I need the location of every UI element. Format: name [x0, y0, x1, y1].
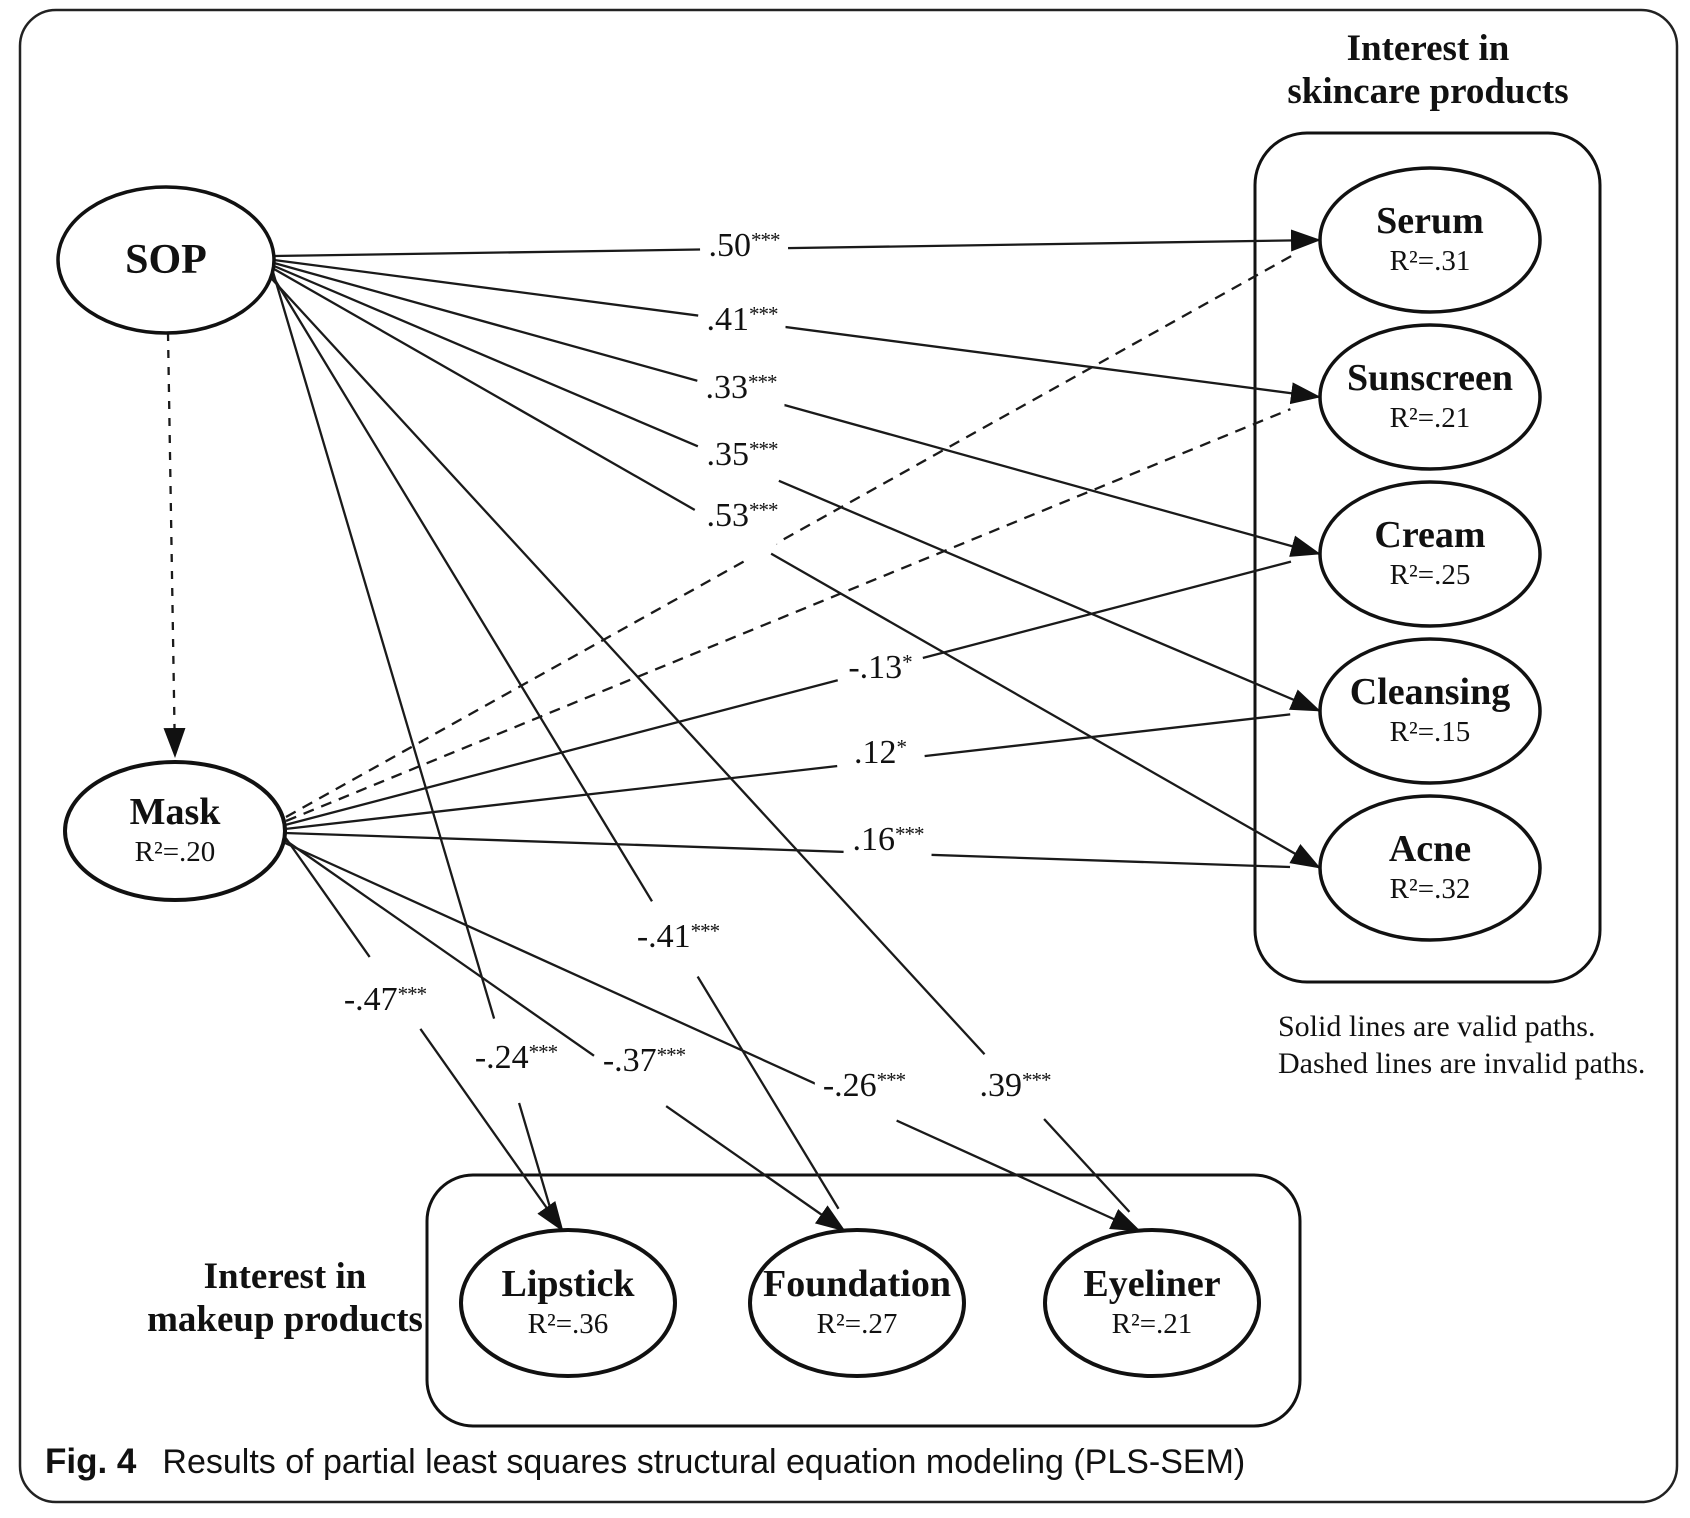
makeup-title-line1: Interest in — [203, 1256, 367, 1297]
node-sunscreen: Sunscreen R²=.21 — [1346, 357, 1514, 435]
sig-stars: *** — [751, 228, 780, 252]
node-cleansing: Cleansing R²=.15 — [1349, 671, 1511, 749]
sig-stars: *** — [749, 498, 778, 522]
path-label-mask-acne: .16*** — [844, 821, 932, 858]
coef: -.37 — [602, 1042, 657, 1079]
node-cream: Cream R²=.25 — [1374, 514, 1486, 592]
node-lipstick: Lipstick R²=.36 — [501, 1263, 635, 1341]
coef: .50 — [708, 227, 752, 264]
path-label-sop-eyeliner: .39*** — [971, 1067, 1059, 1104]
sig-stars: *** — [749, 302, 778, 326]
legend-note: Solid lines are valid paths. Dashed line… — [1278, 1008, 1645, 1082]
makeup-title-line2: makeup products — [147, 1298, 423, 1340]
makeup-group-title: Interest in makeup products — [147, 1256, 423, 1342]
sig-stars: *** — [895, 822, 924, 846]
path-label-mask-lipstick: -.47*** — [335, 981, 435, 1018]
coef: -.47 — [343, 981, 398, 1018]
node-foundation-r2: R²=.27 — [816, 1308, 898, 1340]
sig-stars: *** — [1022, 1068, 1051, 1092]
caption-text: Results of partial least squares structu… — [162, 1443, 1246, 1481]
node-cleansing-r2: R²=.15 — [1389, 716, 1471, 748]
path-label-sop-cream: .33*** — [697, 369, 785, 406]
node-mask-label: Mask — [129, 791, 221, 834]
sig-stars: *** — [876, 1068, 906, 1092]
node-sunscreen-label: Sunscreen — [1346, 357, 1514, 400]
sig-stars: * — [902, 650, 912, 674]
skincare-group-title: Interest in skincare products — [1287, 28, 1568, 114]
node-mask: Mask R²=.20 — [129, 791, 221, 869]
node-serum-r2: R²=.31 — [1389, 245, 1471, 277]
sig-stars: *** — [656, 1043, 686, 1067]
sig-stars: *** — [690, 919, 720, 943]
node-sunscreen-r2: R²=.21 — [1389, 402, 1471, 434]
node-mask-r2: R²=.20 — [134, 836, 216, 868]
node-serum-label: Serum — [1376, 200, 1484, 243]
skincare-title-line2: skincare products — [1287, 70, 1569, 112]
path-label-mask-foundation: -.37*** — [594, 1042, 694, 1079]
coef: .39 — [979, 1067, 1023, 1104]
path-label-sop-acne: .53*** — [698, 497, 786, 534]
coef: .12 — [854, 734, 897, 771]
node-foundation: Foundation R²=.27 — [763, 1263, 951, 1341]
node-cream-r2: R²=.25 — [1389, 559, 1471, 591]
coef: .33 — [705, 369, 749, 406]
node-cream-label: Cream — [1374, 514, 1486, 557]
node-sop: SOP — [125, 238, 207, 282]
coef: .35 — [706, 436, 750, 473]
path-label-mask-cleansing: .12* — [846, 735, 914, 771]
path-label-sop-cleansing: .35*** — [698, 436, 786, 473]
node-acne-label: Acne — [1388, 828, 1472, 871]
node-foundation-label: Foundation — [763, 1263, 951, 1306]
path-label-sop-lipstick: -.24*** — [466, 1039, 566, 1076]
path-label-sop-sunscreen: .41*** — [698, 301, 786, 338]
node-serum: Serum R²=.31 — [1376, 200, 1484, 278]
caption-label: Fig. 4 — [45, 1442, 137, 1481]
sig-stars: *** — [528, 1040, 558, 1064]
path-label-sop-serum: .50*** — [700, 227, 788, 264]
coef: -.26 — [822, 1067, 877, 1104]
coef: .53 — [706, 497, 750, 534]
coef: -.41 — [636, 918, 691, 955]
node-cleansing-label: Cleansing — [1349, 671, 1511, 714]
coef: .16 — [852, 821, 896, 858]
coef: -.24 — [474, 1039, 529, 1076]
legend-line1: Solid lines are valid paths. — [1278, 1010, 1596, 1043]
sig-stars: *** — [749, 437, 778, 461]
path-label-mask-cream: -.13* — [840, 649, 920, 686]
sig-stars: * — [896, 735, 907, 759]
node-acne-r2: R²=.32 — [1389, 873, 1471, 905]
node-lipstick-r2: R²=.36 — [527, 1308, 609, 1340]
node-eyeliner-label: Eyeliner — [1083, 1263, 1221, 1306]
node-acne: Acne R²=.32 — [1388, 828, 1472, 906]
sig-stars: *** — [397, 982, 427, 1006]
coef: .41 — [706, 301, 750, 338]
sig-stars: *** — [748, 370, 777, 394]
node-lipstick-label: Lipstick — [501, 1263, 635, 1306]
skincare-title-line1: Interest in — [1346, 28, 1510, 69]
figure-caption: Fig. 4 Results of partial least squares s… — [45, 1442, 1245, 1482]
path-label-mask-eyeliner: -.26*** — [814, 1067, 914, 1104]
legend-line2: Dashed lines are invalid paths. — [1278, 1047, 1646, 1081]
node-eyeliner-r2: R²=.21 — [1111, 1308, 1193, 1340]
node-eyeliner: Eyeliner R²=.21 — [1083, 1263, 1221, 1341]
coef: -.13 — [848, 649, 903, 686]
path-label-sop-foundation: -.41*** — [628, 918, 728, 955]
node-sop-label: SOP — [125, 236, 207, 283]
